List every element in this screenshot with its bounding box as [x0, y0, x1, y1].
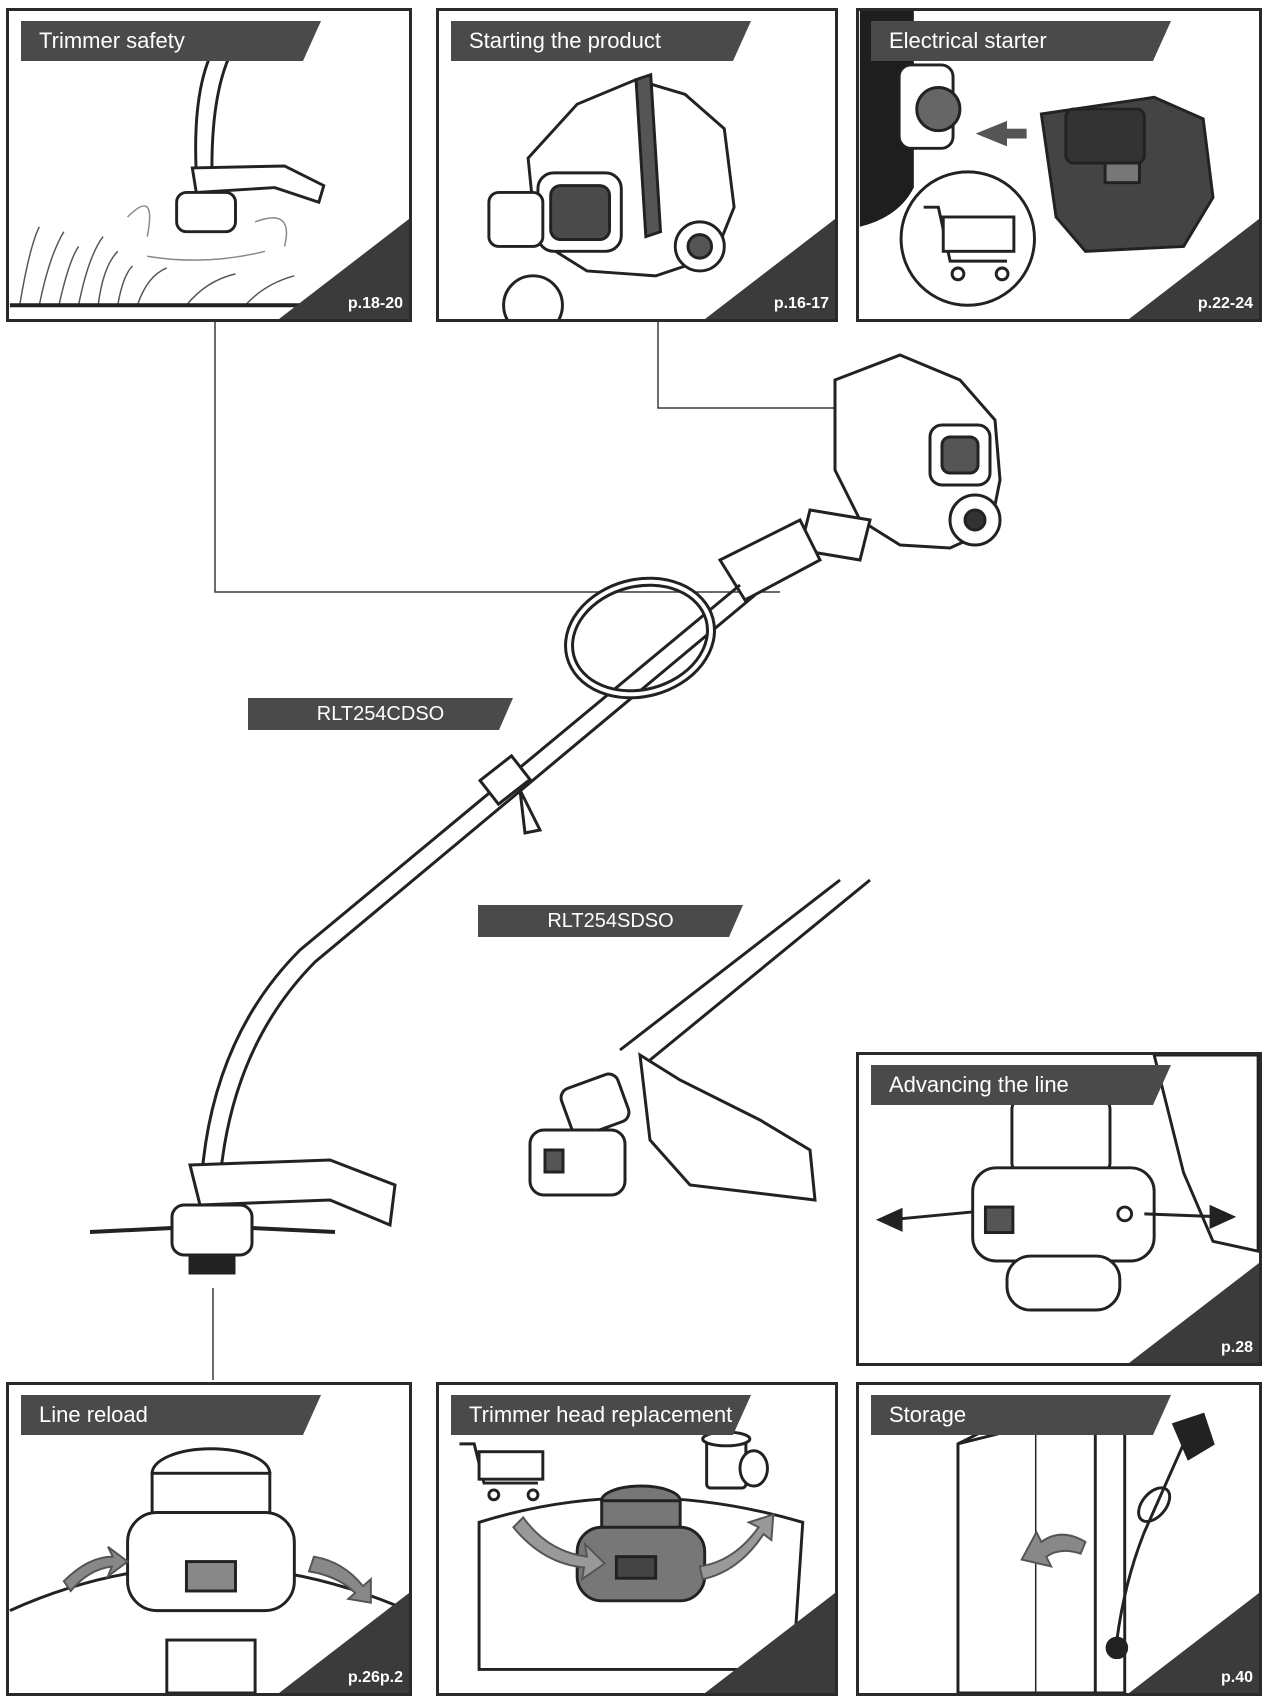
- panel-advancing-line: Advancing the line p.28: [856, 1052, 1262, 1366]
- arrow-icon: [1020, 1530, 1087, 1568]
- model-label-curved: RLT254CDSO: [248, 698, 513, 730]
- straight-shaft: [619, 878, 871, 1062]
- panel-trimmer-safety: Trimmer safety p.18-20: [6, 8, 412, 322]
- panel-head-replacement: Trimmer head replacement: [436, 1382, 838, 1696]
- arrow-icon: [975, 120, 1027, 147]
- panel-storage: Storage p.40: [856, 1382, 1262, 1696]
- loop-handle: [564, 576, 716, 700]
- head-replacement-illustration: [459, 1430, 805, 1671]
- page-reference: p.16-17: [773, 295, 829, 312]
- panel-title: Storage: [871, 1395, 1171, 1435]
- page-reference: p.26p.2: [347, 1669, 403, 1686]
- panel-starting-product: Starting the product p.16-17: [436, 8, 838, 322]
- panel-title: Line reload: [21, 1395, 321, 1435]
- electrical-starter-illustration: [859, 11, 1215, 307]
- engine-starter-illustration: [487, 72, 736, 319]
- page-reference: p.28: [1220, 1339, 1253, 1356]
- page-reference: p.18-20: [347, 295, 403, 312]
- stored-trimmer: [1105, 1412, 1215, 1660]
- line-reload-illustration: [9, 1447, 409, 1693]
- curved-trimmer-head: [89, 1158, 397, 1275]
- engine-body: [717, 353, 1002, 602]
- cart-icon: [899, 170, 1036, 307]
- panel-title: Advancing the line: [871, 1065, 1171, 1105]
- straight-trimmer-head: [528, 1052, 817, 1202]
- panel-title: Electrical starter: [871, 21, 1171, 61]
- panel-line-reload: Line reload p.26p.2: [6, 1382, 412, 1696]
- panel-title: Trimmer head replacement: [451, 1395, 751, 1435]
- model-label-straight: RLT254SDSO: [478, 905, 743, 937]
- arrow-icon: [62, 1546, 372, 1604]
- page-reference: p.40: [1220, 1669, 1253, 1686]
- arrow-icon: [875, 1204, 1237, 1232]
- panel-title: Trimmer safety: [21, 21, 321, 61]
- panel-title: Starting the product: [451, 21, 751, 61]
- trimmer-head: [575, 1484, 707, 1603]
- grass: [18, 205, 344, 306]
- page-reference: p.22-24: [1197, 295, 1253, 312]
- panel-electrical-starter: Electrical starter p.22-24: [856, 8, 1262, 322]
- shaft-clamp: [477, 753, 543, 835]
- cart-icon: [459, 1442, 545, 1502]
- arrow-icon: [512, 1513, 775, 1582]
- trash-icon: [701, 1430, 769, 1490]
- line-advance-illustration: [875, 1055, 1259, 1312]
- battery-pack: [1039, 95, 1215, 253]
